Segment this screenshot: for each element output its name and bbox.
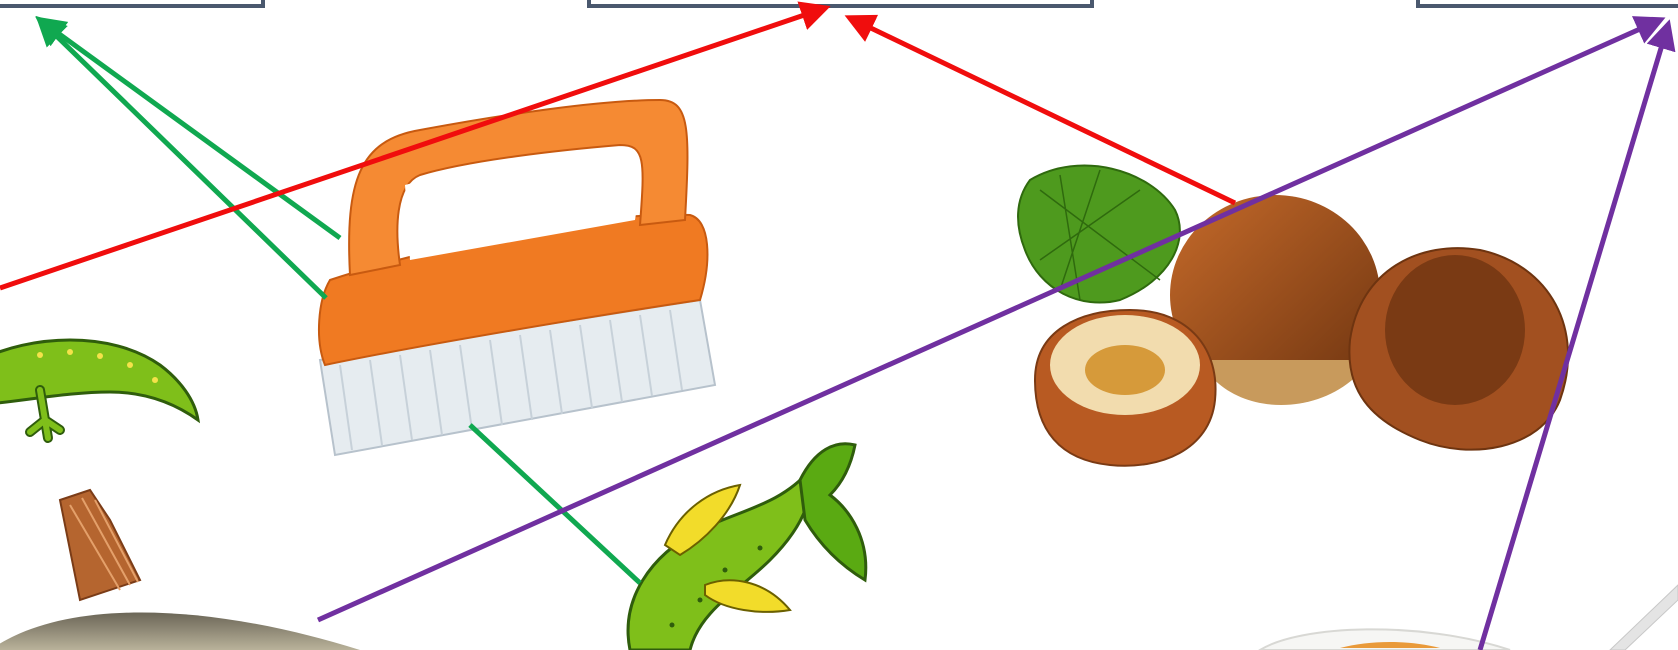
hazelnut-icon — [1018, 166, 1568, 466]
arrow-green-2 — [40, 20, 326, 298]
fish-photo-icon — [0, 490, 360, 650]
bowl-icon — [1260, 585, 1678, 650]
arrow-green-1 — [40, 20, 340, 238]
brush-icon — [319, 100, 715, 455]
fish-icon — [628, 444, 866, 650]
lizard-icon — [0, 340, 198, 438]
arrow-green-3 — [470, 425, 640, 583]
